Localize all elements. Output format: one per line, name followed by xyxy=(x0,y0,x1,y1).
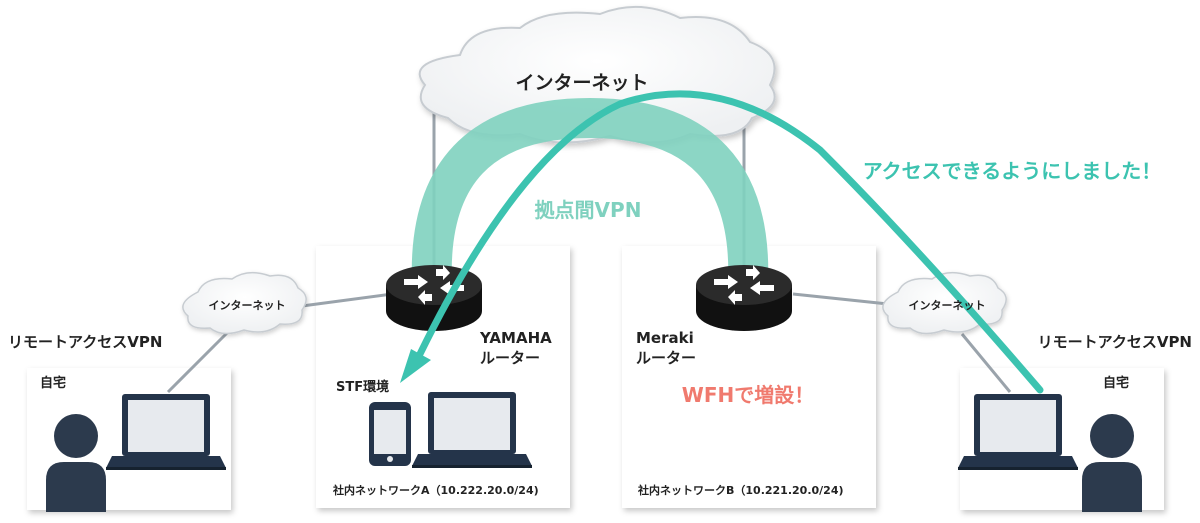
wfh-label: WFHで増設！ xyxy=(682,383,814,407)
home-right-label: 自宅 xyxy=(1103,375,1129,391)
site-vpn-label: 拠点間VPN xyxy=(535,198,642,222)
home-left-label: 自宅 xyxy=(40,375,66,391)
cloud-icon xyxy=(418,5,776,144)
remote-access-path xyxy=(416,90,1044,394)
network-b-label: 社内ネットワークB（10.221.20.0/24) xyxy=(637,483,844,497)
internet-left-label: インターネット xyxy=(209,299,286,312)
laptop-icon xyxy=(106,394,226,470)
yamaha-label: YAMAHA xyxy=(479,329,552,347)
laptop-icon xyxy=(412,392,532,468)
router-icon xyxy=(696,265,792,331)
connection-lines xyxy=(166,110,1012,394)
network-a-label: 社内ネットワークA（10.222.20.0/24) xyxy=(332,483,539,497)
laptop-icon xyxy=(958,394,1078,470)
yamaha-sub-label: ルーター xyxy=(480,349,540,367)
access-message: アクセスできるようにしました！ xyxy=(863,159,1162,183)
cloud-icon xyxy=(182,271,307,335)
stf-label: STF環境 xyxy=(336,379,389,395)
remote-access-right-label: リモートアクセスVPN xyxy=(1038,333,1192,351)
meraki-sub-label: ルーター xyxy=(636,349,696,367)
meraki-label: Meraki xyxy=(636,329,694,347)
arrow-head-icon xyxy=(400,349,431,383)
internet-right-label: インターネット xyxy=(909,299,986,312)
internet-main-label: インターネット xyxy=(515,72,648,94)
remote-access-left-label: リモートアクセスVPN xyxy=(8,333,162,351)
smartphone-icon xyxy=(369,402,411,466)
